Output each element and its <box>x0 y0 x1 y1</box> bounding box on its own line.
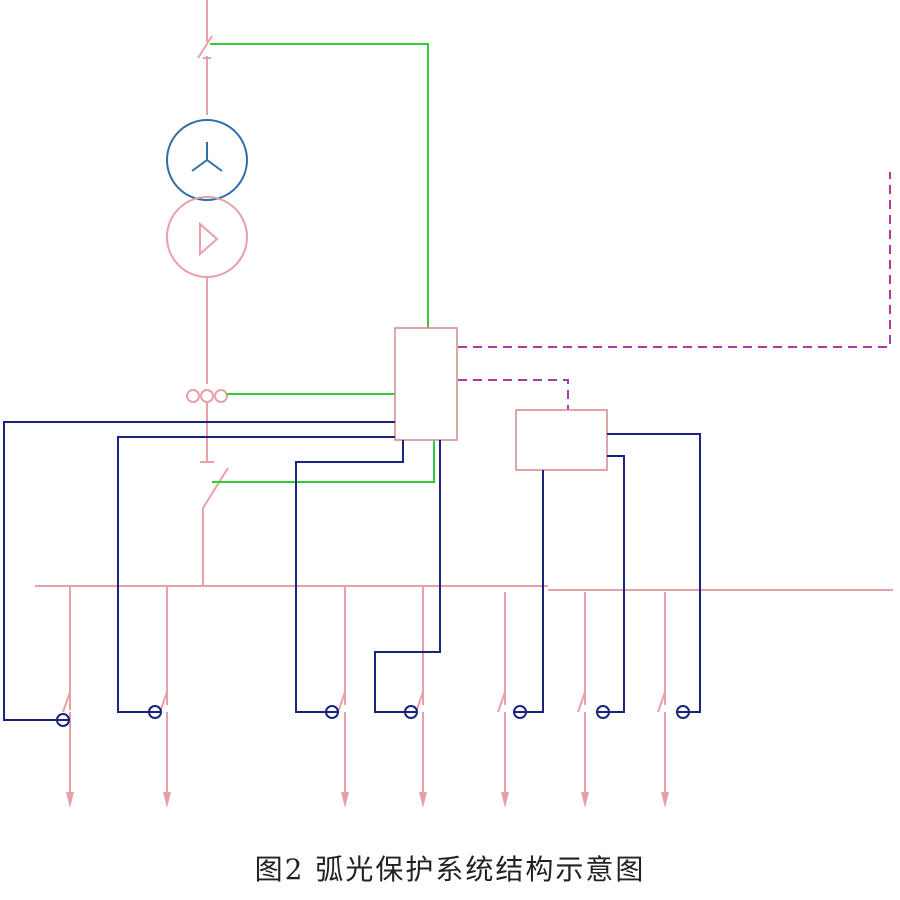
feeder-3 <box>337 586 349 808</box>
main-breaker-blade <box>202 467 229 509</box>
sensor-cable-5 <box>526 470 544 713</box>
feeder-6 <box>577 592 589 808</box>
star-winding-icon <box>191 142 223 172</box>
extension-unit-box <box>515 409 608 471</box>
sensor-cable-2 <box>117 436 395 713</box>
feeder-2 <box>159 586 171 808</box>
sensor-cable-4 <box>374 440 441 713</box>
comm-dashed-line <box>458 379 569 410</box>
feeder-1 <box>62 586 74 808</box>
sensor-cable-7 <box>607 433 701 713</box>
transformer-secondary-winding <box>166 196 248 278</box>
figure-caption: 图2 弧光保护系统结构示意图 <box>254 853 646 886</box>
arc-sensor-icon-7 <box>676 705 690 719</box>
arc-sensor-icon-3 <box>325 705 339 719</box>
current-transformer-3 <box>214 389 228 403</box>
transformer-primary-winding <box>166 119 248 201</box>
main-control-unit-box <box>394 327 458 441</box>
arc-sensor-icon-2 <box>148 705 162 719</box>
arc-sensor-icon-4 <box>404 705 418 719</box>
sensor-cable-1 <box>3 421 395 721</box>
current-transformer-1 <box>186 389 200 403</box>
arc-sensor-icon-1 <box>56 713 70 727</box>
top-breaker-blade <box>197 35 213 59</box>
feeder-5 <box>497 592 509 808</box>
arc-sensor-icon-5 <box>513 705 527 719</box>
trip-wire-bottom <box>212 440 435 483</box>
sensor-cable-3 <box>295 440 404 713</box>
feeder-4 <box>415 586 427 808</box>
network-dashed-line <box>458 172 891 348</box>
feeder-group <box>62 586 669 808</box>
diagram-canvas <box>3 0 893 808</box>
current-transformer-2 <box>200 389 214 403</box>
arc-sensor-icon-6 <box>596 705 610 719</box>
sensor-cable-6 <box>607 455 625 713</box>
trip-wire-top <box>210 43 429 328</box>
arc-sensor-group <box>56 705 690 727</box>
delta-winding-icon <box>199 221 219 257</box>
sensor-cable-group <box>3 421 701 721</box>
feeder-7 <box>657 592 669 808</box>
